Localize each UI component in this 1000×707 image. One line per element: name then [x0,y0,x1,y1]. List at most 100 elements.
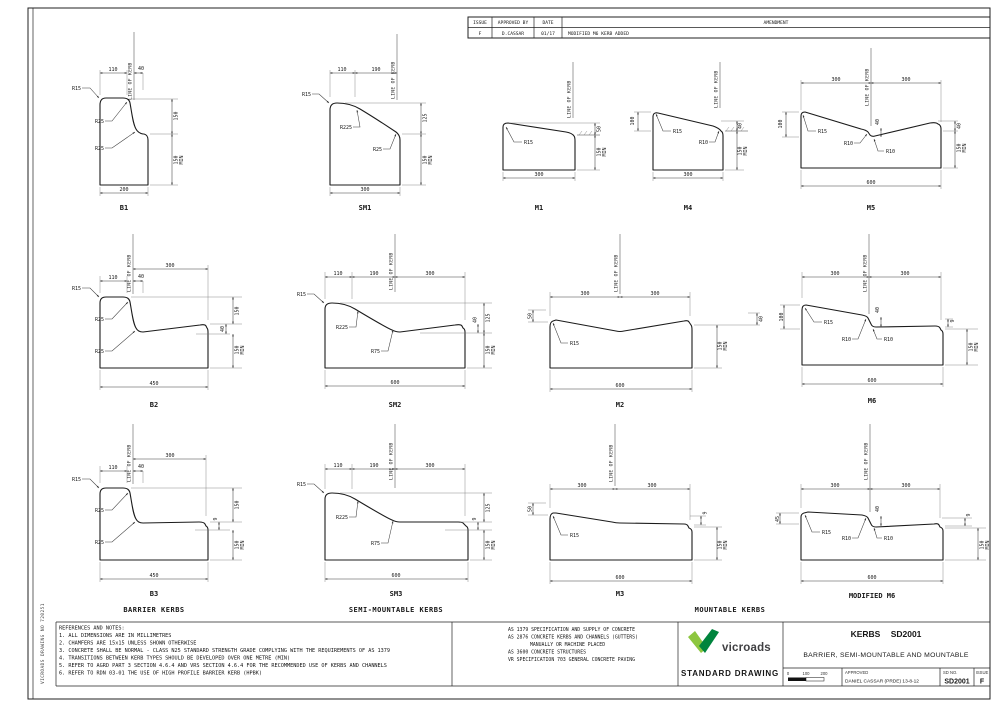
radius-label: R25 [95,540,104,546]
dim-label: 150 [423,155,429,164]
kerb-m1-diagram: LINE OF KERB 50 150 MIN 300 R15 M1 [502,62,608,212]
dim-min-label: MIN [240,540,246,549]
dim-label: 50 [528,313,534,319]
b1-dimension-lines [99,70,178,196]
note-item: 4. TRANSITIONS BETWEEN KERB TYPES SHOULD… [59,656,290,662]
radius-label: R15 [72,477,81,483]
kerb-name-b3: B3 [150,590,158,598]
dim-label: 600 [615,575,624,581]
dim-label: 125 [423,113,429,122]
dim-min-label: MIN [240,345,246,354]
b3-dimension-lines [99,455,242,582]
m1-dimension-lines [502,122,600,181]
kerb-name-m6: M6 [868,397,876,405]
dim-min-label: MIN [602,147,608,156]
dim-label: 300 [901,483,910,489]
m4-line-of-kerb-label: LINE OF KERB [714,71,720,108]
drawing-subtitle: BARRIER, SEMI-MOUNTABLE AND MOUNTABLE [803,652,968,659]
dim-label: 300 [425,271,434,277]
dim-label: 450 [149,381,158,387]
radius-label: R25 [95,146,104,152]
dim-label: 150 [486,345,492,354]
radius-label: R15 [72,86,81,92]
revision-date-header: DATE [542,20,553,26]
dim-label: 9 [950,319,956,322]
dim-label: 300 [650,291,659,297]
radius-label: R10 [699,140,708,146]
m6-dimension-lines [780,272,978,387]
m1-profile [502,122,576,171]
b2-profile [99,296,209,369]
sheet-side-label: VICROADS DRAWING NO 720251 [40,603,46,684]
dim-label: 100 [630,116,636,125]
m6-profile [801,304,944,366]
dim-min-label: MIN [491,345,497,354]
dim-label: 300 [360,187,369,193]
dim-label: 40 [738,123,744,129]
dim-min-label: MIN [962,143,968,152]
sm3-profile [324,492,469,561]
sm2-line-of-kerb-label: LINE OF KERB [389,253,395,290]
note-item: 6. REFER TO RDN 03-01 THE USE OF HIGH PR… [59,671,262,677]
kerb-name-m1: M1 [535,204,543,212]
dim-label: 50 [597,126,603,132]
dim-label: 40 [138,274,144,280]
dim-label: 190 [371,67,380,73]
kerb-sm2-diagram: LINE OF KERB 110 190 300 40 125 150 MIN … [297,234,497,409]
dim-label: 600 [866,180,875,186]
dim-label: 110 [333,271,342,277]
m3-dimension-lines [528,484,722,584]
dim-label: 100 [778,119,784,128]
dim-label: 110 [333,463,342,469]
radius-label: R10 [844,141,853,147]
kerb-m4-diagram: LINE OF KERB 100 40 150 MIN 300 R15 R10 … [630,62,749,212]
b3-line-of-kerb-label: LINE OF KERB [127,445,133,482]
radius-label: R15 [570,341,579,347]
approved-by-value: DANIEL CASSAR (PRDE) 13-8-12 [845,679,919,685]
dim-label: 300 [534,172,543,178]
dim-label: 600 [391,573,400,579]
kerb-m6-diagram: LINE OF KERB 300 300 100 40 9 150 MIN 60… [779,234,980,405]
revision-issue-header: ISSUE [473,20,487,26]
scale-bar: 0 100 200 [787,671,828,682]
dim-label: 300 [165,453,174,459]
kerb-name-sm3: SM3 [390,590,403,598]
dim-label: 600 [615,383,624,389]
sheet-border [27,7,991,700]
issue-value: F [980,679,985,686]
dim-label: 150 [718,341,724,350]
sm2-dimension-lines [324,272,492,389]
modified-m6-profile [800,511,944,561]
m3-line-of-kerb-label: LINE OF KERB [609,445,615,482]
radius-label: R75 [371,541,380,547]
m2-dimension-lines [528,292,760,392]
dim-label: 300 [425,463,434,469]
references-and-notes: REFERENCES AND NOTES: 1. ALL DIMENSIONS … [59,626,390,677]
kerb-b2-diagram: LINE OF KERB 110 40 300 150 40 150 MIN 4… [72,234,246,409]
radius-label: R15 [673,129,682,135]
dim-label: 110 [108,465,117,471]
kerb-name-modified-m6: MODIFIED M6 [849,592,895,600]
dim-label: 200 [119,187,128,193]
dim-label: 150 [597,147,603,156]
radius-label: R25 [95,119,104,125]
vicroads-logo-block: vicroads STANDARD DRAWING [681,629,778,678]
dim-label: 100 [779,312,785,321]
note-item: 2. CHAMFERS ARE 15x15 UNLESS SHOWN OTHER… [59,641,196,647]
m5-line-of-kerb-label: LINE OF KERB [865,69,871,106]
dim-label: 150 [980,540,986,549]
b3-profile [99,487,209,561]
radius-label: R15 [824,320,833,326]
b2-dimension-lines [99,265,242,390]
kerb-name-m2: M2 [616,401,624,409]
dim-label: 50 [528,506,534,512]
dim-label: 150 [174,155,180,164]
m4-profile [652,112,724,171]
spec-line: VR SPECIFICATION 703 GENERAL CONCRETE PA… [508,657,635,663]
group-label-mountable-kerbs: MOUNTABLE KERBS [695,606,766,614]
radius-label: R225 [340,125,352,131]
dim-label: 40 [138,66,144,72]
dim-min-label: MIN [974,342,980,351]
sm2-profile [324,302,466,369]
modified-m6-line-of-kerb-label: LINE OF KERB [864,443,870,480]
